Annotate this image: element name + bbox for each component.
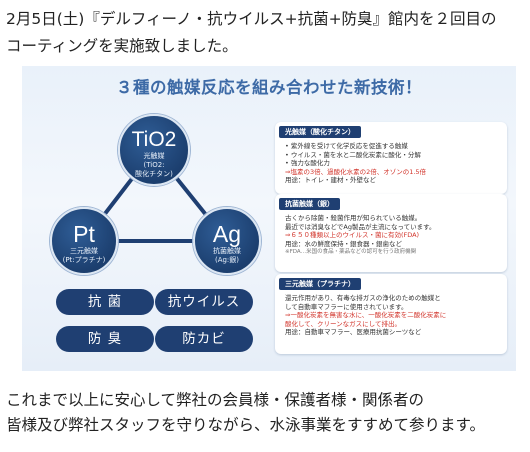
infographic-headline: ３種の触媒反応を組み合わせた新技術！ (116, 78, 422, 97)
photocatalyst-card: 光触媒（酸化チタン） 紫外線を受けて化学反応を促進する触媒 ウイルス・菌を水と二… (275, 122, 507, 194)
intro-line-2: コーティングを実施致しました。 (6, 37, 238, 55)
antibacterial-card: 抗菌触媒（銀） 古くから除菌・殺菌作用が知られている触媒。 最近では消臭などでA… (275, 194, 507, 272)
antibacterial-highlight: ⇒６５０種類以上のウイルス・菌に有効(FDA) (285, 231, 420, 240)
tio2-symbol: TiO2 (131, 128, 177, 151)
effect-antibacterial: 抗 菌 (56, 289, 154, 315)
three-way-catalyst-card: 三元触媒（プラチナ） 還元作用があり、有毒な排ガスの浄化のための触媒と して自動… (275, 274, 507, 354)
outro-text: これまで以上に安心して弊社の会員様・保護者様・関係者の 皆様及び弊社スタッフを守… (6, 388, 526, 438)
tio2-label-1: 光触媒 (143, 152, 165, 160)
photocatalyst-bullet: 強力な酸化力 (285, 159, 501, 168)
intro-text: 2月5日(土)『デルフィーノ・抗ウイルス+抗菌+防臭』館内を２回目の コーティン… (6, 6, 526, 60)
pt-label-1: 三元触媒 (70, 247, 98, 255)
three-way-highlight-2: 酸化して、クリーンなガスにして排出。 (285, 319, 401, 328)
photocatalyst-usage: 用途：トイレ・建材・外壁など (285, 176, 376, 185)
pt-label-2: (Pt:プラチナ) (62, 256, 106, 264)
photocatalyst-bullet: 紫外線を受けて化学反応を促進する触媒 (285, 142, 501, 151)
three-way-line-1: 還元作用があり、有毒な排ガスの浄化のための触媒と (285, 294, 441, 302)
antibacterial-line-2: 最近では消臭などでAg製品が主流になっています。 (285, 222, 436, 231)
triangle-connectors (79, 146, 232, 243)
photocatalyst-bullet: ウイルス・菌を水と二酸化炭素に酸化・分解 (285, 151, 501, 160)
antibacterial-usage: 用途：水の鮮度保持・銀食器・銀歯など (285, 239, 402, 248)
outro-line-1: これまで以上に安心して弊社の会員様・保護者様・関係者の (6, 391, 425, 409)
effect-antiviral: 抗ウイルス (155, 289, 253, 315)
photocatalyst-highlight: ⇒塩素の3倍、過酸化水素の2倍、オゾンの1.5倍 (285, 167, 427, 176)
pt-symbol: Pt (73, 221, 95, 247)
effect-antimold: 防カビ (155, 326, 253, 352)
antibacterial-card-title: 抗菌触媒（銀） (279, 198, 340, 210)
triangle-outline (79, 146, 232, 243)
ag-label-2: (Ag:銀) (214, 256, 240, 264)
effect-deodorizing: 防 臭 (56, 326, 154, 352)
tio2-label-2: (TiO2: (143, 161, 165, 169)
ag-node: Ag 抗菌触媒 (Ag:銀) (193, 207, 261, 275)
three-way-card-title: 三元触媒（プラチナ） (279, 278, 361, 290)
photocatalyst-card-title: 光触媒（酸化チタン） (279, 126, 361, 138)
antibacterial-line-1: 古くから除菌・殺菌作用が知られている触媒。 (285, 214, 422, 222)
three-way-card-body: 還元作用があり、有毒な排ガスの浄化のための触媒と して自動車マフラーに使用されて… (285, 294, 501, 337)
catalyst-infographic: ３種の触媒反応を組み合わせた新技術！ TiO2 光触媒 (TiO2: 酸化チタン… (22, 66, 516, 371)
three-way-line-2: して自動車マフラーに使用されています。 (285, 302, 408, 311)
antibacterial-card-body: 古くから除菌・殺菌作用が知られている触媒。 最近では消臭などでAg製品が主流にな… (285, 214, 501, 257)
three-way-highlight-1: ⇒一酸化炭素を無害な水に、一酸化炭素を二酸化炭素に (285, 311, 447, 320)
ag-symbol: Ag (212, 221, 242, 247)
antibacterial-note: ※FDA…米国の食品・薬品などの認可を行う政府機関 (285, 249, 417, 256)
tio2-label-3: 酸化チタン) (135, 170, 173, 178)
outro-line-2: 皆様及び弊社スタッフを守りながら、水泳事業をすすめて参ります。 (6, 416, 485, 434)
ag-label-1: 抗菌触媒 (213, 247, 241, 255)
photocatalyst-card-body: 紫外線を受けて化学反応を促進する触媒 ウイルス・菌を水と二酸化炭素に酸化・分解 … (285, 142, 501, 185)
three-way-usage: 用途：自動車マフラー、医療用抗菌シーツなど (285, 328, 422, 337)
intro-line-1: 2月5日(土)『デルフィーノ・抗ウイルス+抗菌+防臭』館内を２回目の (6, 10, 497, 28)
pt-node: Pt 三元触媒 (Pt:プラチナ) (50, 207, 118, 275)
photocatalyst-bullets: 紫外線を受けて化学反応を促進する触媒 ウイルス・菌を水と二酸化炭素に酸化・分解 … (285, 142, 501, 168)
tio2-node: TiO2 光触媒 (TiO2: 酸化チタン) (118, 114, 190, 186)
